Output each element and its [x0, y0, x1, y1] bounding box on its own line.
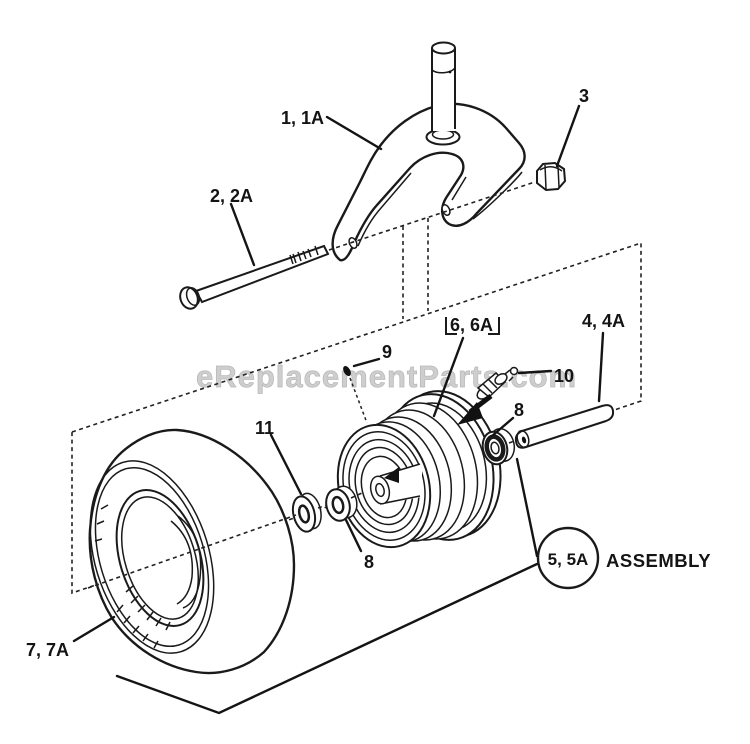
alignment-lines [87, 181, 536, 589]
leader-2-2a [229, 202, 256, 267]
axle-axis-lower [87, 514, 297, 589]
washer-8-lower [325, 485, 358, 522]
leader-9 [352, 357, 381, 368]
assembly-callout-circle [536, 526, 600, 590]
callout-6-6a: 6, 6A [450, 315, 493, 335]
lock-nut [536, 161, 567, 192]
callout-3: 3 [579, 86, 589, 106]
leader-6-6a [432, 336, 465, 418]
grease-flow-arrow [457, 394, 493, 425]
bore-direction-arrow [384, 467, 399, 483]
leader-assembly-upper [515, 457, 539, 558]
callout-8-lower: 8 [364, 552, 374, 572]
leader-8-lower [344, 518, 363, 553]
bolt-head [179, 286, 199, 310]
watermark-text: eReplacementParts.com [196, 359, 577, 394]
leader-11 [269, 433, 303, 496]
bracket-6-6a [445, 317, 500, 335]
axle-axis-segments [317, 439, 518, 509]
leader-assembly-lower [115, 562, 539, 715]
part-9-trace-line [349, 377, 368, 424]
callout-10: 10 [554, 366, 574, 386]
leader-8-upper [490, 416, 515, 438]
assembly-label: ASSEMBLY [606, 550, 711, 571]
spacer-tube [514, 404, 615, 449]
bearing-11 [291, 492, 322, 533]
axle-axis-upper [328, 181, 536, 251]
callout-9: 9 [382, 342, 392, 362]
callout-8-upper: 8 [514, 400, 524, 420]
callout-11: 11 [255, 418, 274, 438]
bearing-8-upper [481, 427, 516, 466]
axle-bolt [179, 244, 330, 310]
reference-plane-outline [71, 241, 642, 595]
callout-5-5a: 5, 5A [548, 550, 589, 569]
leader-1-1a [325, 115, 383, 151]
yoke-stem [425, 41, 461, 146]
leader-7-7a [72, 615, 116, 643]
yoke-bolt-hole-left [348, 237, 358, 249]
callout-4-4a: 4, 4A [582, 311, 625, 331]
leader-4-4a [597, 331, 605, 403]
leader-10 [517, 369, 553, 375]
part-9-fitting [343, 365, 351, 377]
tire [88, 428, 296, 675]
callout-7-7a: 7, 7A [26, 640, 69, 660]
callout-1-1a: 1, 1A [281, 108, 324, 128]
grease-fitting [476, 366, 519, 400]
callout-2-2a: 2, 2A [210, 186, 253, 206]
leader-3 [555, 104, 581, 168]
leader-lines [72, 104, 605, 715]
wheel-hub [336, 390, 502, 549]
tire-hatching [94, 504, 171, 649]
